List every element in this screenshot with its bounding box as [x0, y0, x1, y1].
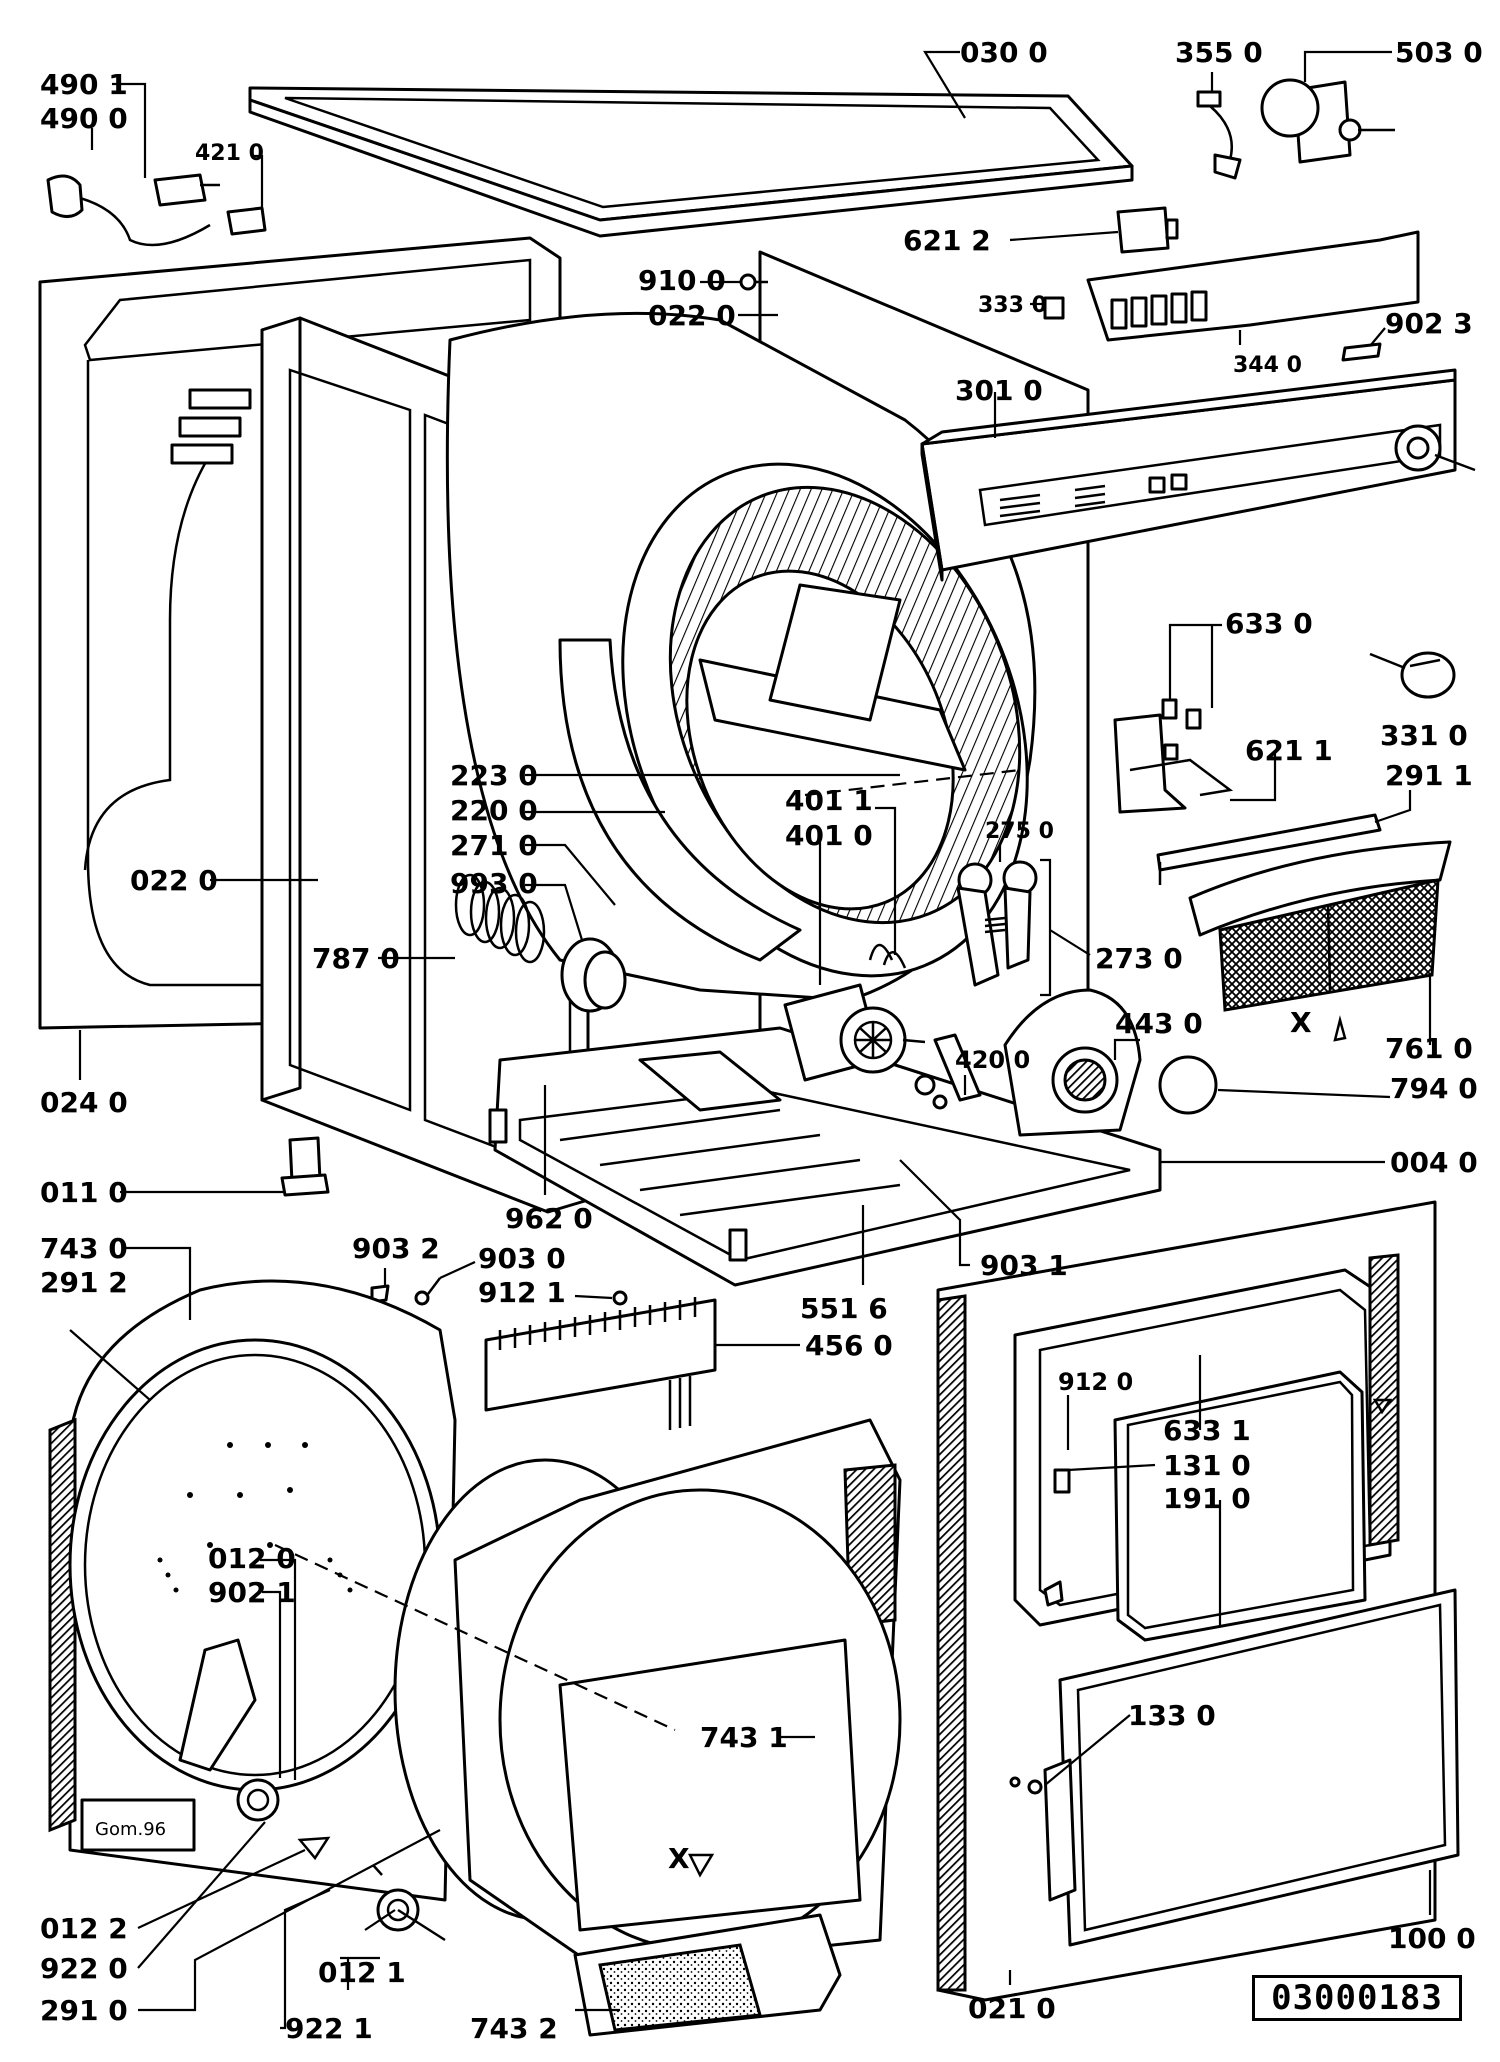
label-273-0: 273 0 — [1095, 942, 1183, 975]
label-191-0: 191 0 — [1163, 1482, 1251, 1515]
label-621-2: 621 2 — [903, 224, 991, 257]
door — [1009, 1588, 1460, 1947]
motor — [783, 983, 926, 1082]
label-420-0: 420 0 — [955, 1046, 1030, 1074]
rear-bearing-shield: Gom.96 — [48, 1279, 457, 1902]
lint-filter-761 — [1188, 840, 1452, 1042]
label-133-0: 133 0 — [1128, 1699, 1216, 1732]
label-275-0: 275 0 — [985, 819, 1054, 844]
label-503-0: 503 0 — [1395, 36, 1483, 69]
label-456-0: 456 0 — [805, 1329, 893, 1362]
hose-420 — [914, 1033, 982, 1110]
label-490-1: 490 1 — [40, 68, 128, 101]
foot-bolt-011 — [280, 1136, 330, 1197]
label-743-0: 743 0 — [40, 1232, 128, 1265]
top-cover — [248, 86, 1134, 238]
label-022-0-left: 022 0 — [130, 864, 218, 897]
drum-felt-seal — [558, 638, 802, 962]
marker-x-filter: X — [1290, 1006, 1312, 1039]
control-panel — [920, 368, 1476, 582]
label-271-0: 271 0 — [450, 829, 538, 862]
label-993-0: 993 0 — [450, 867, 538, 900]
mains-cable-490 — [46, 173, 220, 247]
label-621-1: 621 1 — [1245, 734, 1333, 767]
label-743-2: 743 2 — [470, 2012, 558, 2045]
label-787-0: 787 0 — [312, 942, 400, 975]
label-401-1: 401 1 — [785, 784, 873, 817]
timer-503 — [1260, 78, 1395, 164]
stamp-text: Gom.96 — [95, 1819, 166, 1840]
belt-tensioner — [956, 860, 1038, 987]
label-633-0: 633 0 — [1225, 607, 1313, 640]
label-012-1: 012 1 — [318, 1956, 406, 1989]
document-id: 03000183 — [1252, 1975, 1462, 2021]
part-labels: 490 1 490 0 421 0 030 0 355 0 503 0 621 … — [40, 36, 1483, 2045]
label-912-0: 912 0 — [1058, 1368, 1133, 1396]
label-551-6: 551 6 — [800, 1292, 888, 1325]
motor-clip-401-1 — [868, 943, 907, 969]
label-291-0: 291 0 — [40, 1994, 128, 2027]
label-902-1: 902 1 — [208, 1576, 296, 1609]
label-301-0: 301 0 — [955, 374, 1043, 407]
filter-421 — [226, 206, 267, 236]
leader-lines — [69, 50, 1432, 2030]
front-bearing-shield — [372, 1418, 902, 2037]
label-922-1: 922 1 — [285, 2012, 373, 2045]
label-024-0: 024 0 — [40, 1086, 128, 1119]
label-633-1: 633 1 — [1163, 1414, 1251, 1447]
electronic-board — [1086, 230, 1420, 342]
label-903-1: 903 1 — [980, 1249, 1068, 1282]
label-220-0: 220 0 — [450, 794, 538, 827]
label-903-0: 903 0 — [478, 1242, 566, 1275]
label-922-0: 922 0 — [40, 1952, 128, 1985]
label-421-0: 421 0 — [195, 141, 264, 166]
clip-902-3 — [1341, 342, 1382, 362]
label-910-0: 910 0 — [638, 264, 726, 297]
label-030-0: 030 0 — [960, 36, 1048, 69]
label-131-0: 131 0 — [1163, 1449, 1251, 1482]
label-443-0: 443 0 — [1115, 1007, 1203, 1040]
drum — [445, 311, 1037, 1002]
spring-787 — [454, 873, 546, 964]
label-962-0: 962 0 — [505, 1202, 593, 1235]
label-344-0: 344 0 — [1233, 353, 1302, 378]
base-tray — [488, 1026, 1162, 1287]
label-012-2: 012 2 — [40, 1912, 128, 1945]
label-021-0: 021 0 — [968, 1992, 1056, 2025]
lamp-333 — [1043, 296, 1065, 320]
label-355-0: 355 0 — [1175, 36, 1263, 69]
label-903-2: 903 2 — [352, 1232, 440, 1265]
label-291-2: 291 2 — [40, 1266, 128, 1299]
label-743-1: 743 1 — [700, 1721, 788, 1754]
label-331-0: 331 0 — [1380, 719, 1468, 752]
gasket-794 — [1158, 1055, 1218, 1115]
microswitch-633-0 — [1161, 698, 1202, 730]
label-004-0: 004 0 — [1390, 1146, 1478, 1179]
marker-x-shield: X — [668, 1842, 690, 1875]
switch-assembly-621-1 — [1113, 713, 1234, 814]
relay-621-2 — [1116, 206, 1179, 254]
label-012-0: 012 0 — [208, 1542, 296, 1575]
label-100-0: 100 0 — [1388, 1922, 1476, 1955]
thermostat-355 — [1196, 90, 1242, 180]
label-794-0: 794 0 — [1390, 1072, 1478, 1105]
label-912-1: 912 1 — [478, 1276, 566, 1309]
label-401-0: 401 0 — [785, 819, 873, 852]
label-761-0: 761 0 — [1385, 1032, 1473, 1065]
label-490-0: 490 0 — [40, 102, 128, 135]
label-291-1: 291 1 — [1385, 759, 1473, 792]
fan-housing — [1003, 988, 1142, 1137]
heater-element — [484, 1297, 717, 1430]
label-011-0: 011 0 — [40, 1176, 128, 1209]
label-902-3: 902 3 — [1385, 307, 1473, 340]
screw-910 — [739, 273, 768, 291]
label-333-0: 333 0 — [978, 293, 1047, 318]
filter-bracket-291-1 — [1156, 813, 1382, 885]
duct-993 — [560, 937, 627, 1013]
label-223-0: 223 0 — [450, 759, 538, 792]
knob-331 — [1369, 651, 1456, 699]
label-022-0-top: 022 0 — [648, 299, 736, 332]
